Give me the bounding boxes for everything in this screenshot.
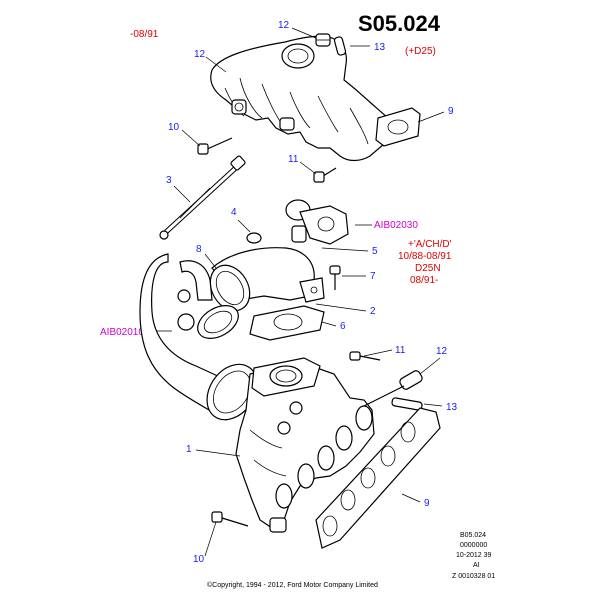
variant-note-top-right: (+D25): [405, 46, 436, 57]
leader-12-left: [205, 56, 227, 73]
callout-12-left: 12: [194, 49, 206, 60]
callout-6: 6: [340, 321, 346, 332]
variant-note-line-2: 10/88-08/91: [398, 251, 452, 262]
bolt-top-10: [197, 137, 233, 155]
callout-9-top: 9: [448, 106, 454, 117]
leader-10-bottom: [204, 521, 217, 557]
footer-date: 10-2012 39: [456, 552, 492, 559]
bolt-10-bottom: [211, 511, 249, 527]
callout-13-top: 13: [374, 42, 386, 53]
leader-6: [321, 321, 337, 327]
leader-3: [173, 185, 191, 203]
variant-note-line-4: 08/91-: [410, 275, 438, 286]
filler-cap-top: [315, 33, 331, 47]
bolt-11-mid: [349, 351, 381, 361]
leader-11-mid: [363, 349, 393, 357]
date-note-top-left: -08/91: [130, 29, 159, 40]
leader-11-top: [299, 161, 317, 175]
leader-10-top: [181, 129, 201, 147]
turbo-elbow: [209, 247, 325, 312]
callout-10-bottom: 10: [193, 554, 205, 565]
gasket-6: [249, 305, 325, 341]
leader-1: [195, 449, 241, 457]
callout-12-mid: 12: [436, 346, 448, 357]
callout-8: 8: [196, 244, 202, 255]
dowel-pin-top: [333, 36, 347, 56]
footer-number: 0000000: [460, 542, 487, 549]
diagram-title: S05.024: [358, 11, 441, 36]
footer-doc: Z 0010328 01: [452, 573, 495, 580]
variant-note-line-1: +'A/CH/D': [408, 239, 452, 250]
copyright: ©Copyright, 1994 - 2012, Ford Motor Comp…: [207, 581, 378, 589]
callout-11-mid: 11: [395, 345, 406, 356]
clip-4: [246, 232, 262, 244]
pin-13-mid: [277, 397, 423, 435]
callout-10-top: 10: [168, 122, 180, 133]
callout-4: 4: [231, 207, 237, 218]
callout-5: 5: [372, 246, 378, 257]
footer-info: B05.024 0000000 10-2012 39 AI Z 0010328 …: [452, 532, 495, 580]
leader-13-mid: [423, 403, 443, 407]
footer-code: B05.024: [460, 532, 486, 539]
callout-1: 1: [186, 444, 192, 455]
callout-13-mid: 13: [446, 402, 458, 413]
stud-3: [159, 155, 246, 240]
leader-9-top: [417, 111, 445, 123]
bolt-top-11: [313, 167, 337, 183]
intake-hose: [139, 253, 258, 421]
exhaust-manifold: [235, 357, 375, 533]
callout-2: 2: [370, 306, 376, 317]
callout-7: 7: [370, 271, 376, 282]
callout-11-top: 11: [288, 154, 299, 165]
ref-link-upper[interactable]: AIB02030: [374, 220, 418, 231]
leader-12-top: [291, 27, 317, 39]
leader-4: [237, 219, 251, 233]
variant-note-right: +'A/CH/D' 10/88-08/91 D25N 08/91-: [398, 239, 452, 286]
leader-9-bottom: [401, 493, 421, 503]
leader-2: [315, 303, 367, 312]
egr-valve: [285, 199, 349, 245]
upper-manifold: [210, 35, 421, 162]
callout-3: 3: [166, 175, 172, 186]
callout-9-bottom: 9: [424, 498, 430, 509]
ref-link-left[interactable]: AIB02010: [100, 327, 144, 338]
leader-12-mid: [419, 357, 441, 375]
leader-8: [204, 253, 217, 269]
stud-12-mid: [363, 370, 423, 407]
callout-12-top: 12: [278, 20, 290, 31]
leader-5: [321, 247, 369, 252]
variant-note-line-3: D25N: [415, 263, 441, 274]
bolt-7: [329, 265, 341, 290]
exhaust-gasket-9: [315, 407, 441, 549]
footer-region: AI: [473, 562, 480, 569]
